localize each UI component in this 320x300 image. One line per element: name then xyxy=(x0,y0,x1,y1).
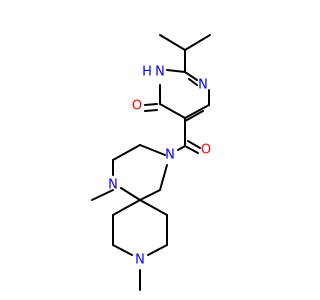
bond-ring-c2-n3 xyxy=(184,71,198,81)
bond-pz-4 xyxy=(120,187,141,201)
atom-n-pyrimidine-1: N xyxy=(155,65,165,80)
bond-pz-5 xyxy=(139,189,161,201)
bond-pz-2 xyxy=(112,144,141,161)
bond-pyrimidinone-co-double xyxy=(144,109,158,112)
atom-n-amide: N xyxy=(165,148,175,163)
molecule-diagram: N N H O O N N N xyxy=(91,34,211,291)
atom-n-methyl-piperidine: N xyxy=(135,253,145,268)
bond-amide-cn xyxy=(177,145,186,151)
bond-pz-n-methyl xyxy=(91,189,114,201)
atom-labels: N N H O O N N N xyxy=(108,65,211,268)
atom-h-pyrimidine: H xyxy=(142,65,152,80)
bond-pip-4 xyxy=(147,244,168,256)
bond-pz-6 xyxy=(159,164,168,191)
bond-ring-c4-c5 xyxy=(184,104,210,119)
bond-pyrimidinone-co xyxy=(144,103,158,106)
bond-isopropyl-1 xyxy=(159,34,186,51)
bond-pz-1 xyxy=(139,144,166,156)
atom-o-pyrimidinone: O xyxy=(132,99,142,114)
bond-ring-n1-c2 xyxy=(166,69,186,73)
bonds xyxy=(91,34,211,291)
atom-n-pyrimidine-3: N xyxy=(198,78,208,93)
atom-n-methyl-piperazine: N xyxy=(108,178,118,193)
bond-ring-c4-c5-double xyxy=(184,110,204,122)
bond-isopropyl-2 xyxy=(184,34,211,51)
bond-ring-c2-n3-double xyxy=(188,78,198,86)
bond-pip-6 xyxy=(139,199,168,216)
bond-ring-c5-c6 xyxy=(159,103,186,119)
bond-amide-co xyxy=(184,145,199,154)
atom-o-carbonyl: O xyxy=(201,143,211,158)
bond-pip-1 xyxy=(112,199,141,216)
bond-pip-3 xyxy=(112,244,133,256)
structure-canvas: N N H O O N N N xyxy=(91,34,212,291)
bond-amide-co-double xyxy=(187,140,201,149)
